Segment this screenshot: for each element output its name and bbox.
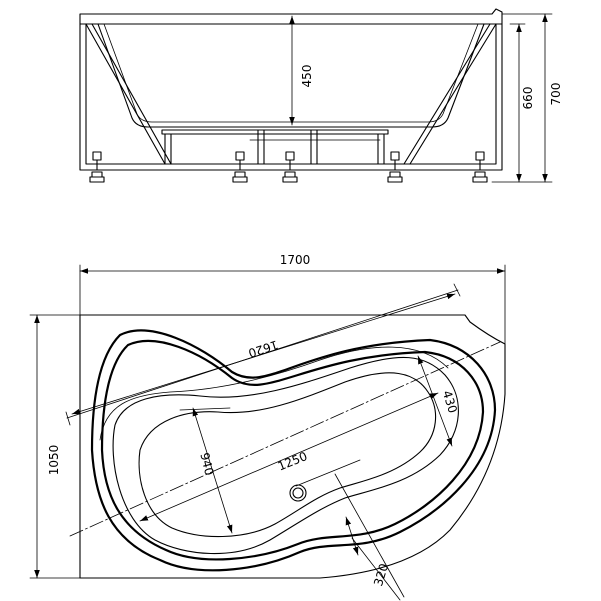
center-axis [69, 341, 501, 537]
total-height-dimension-label: 700 [549, 83, 563, 106]
tub-shell-inner [103, 23, 479, 123]
support-frame [79, 23, 503, 171]
inner-length-dimension-label: 1620 [247, 337, 280, 360]
adjustable-legs [89, 151, 488, 183]
basin-contour [99, 346, 449, 441]
drain-icon [289, 484, 307, 502]
basin-width-dimension-line [192, 407, 233, 534]
head-width-dimension-label: 430 [440, 389, 460, 415]
inner-length-dimension-line [71, 293, 456, 415]
rim-height-dimension-label: 660 [521, 87, 535, 110]
tub-shell [97, 23, 485, 128]
side-view: 450 660 700 [79, 8, 563, 183]
head-width-dimension-line [417, 355, 453, 447]
length-dimension-label: 1700 [280, 253, 311, 267]
basin-inner-outline [138, 372, 437, 538]
depth-dimension-label: 450 [300, 65, 314, 88]
drain-offset-dimension-line [345, 516, 359, 556]
rim [79, 8, 503, 25]
basin-width-dimension-label: 940 [197, 451, 216, 477]
basin-length-dimension-label: 1250 [276, 449, 310, 473]
basin-length-dimension-line [139, 392, 439, 522]
top-view: 1700 1050 1620 1250 940 430 [29, 253, 506, 601]
drain-offset-dimension-label: 320 [371, 562, 391, 588]
drain-axis [295, 459, 361, 487]
width-dimension-label: 1050 [47, 445, 61, 476]
